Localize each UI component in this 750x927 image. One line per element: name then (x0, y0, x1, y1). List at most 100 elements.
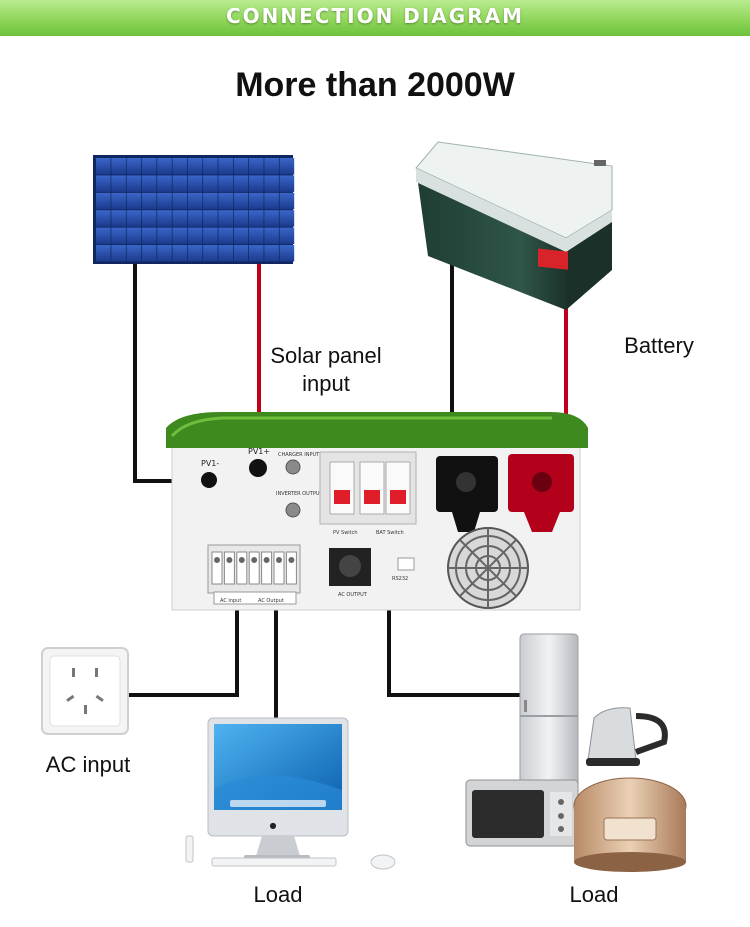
solar-cell (187, 175, 203, 192)
solar-cell (157, 245, 172, 262)
solar-cell (279, 158, 295, 175)
solar-cell (157, 175, 172, 192)
terminal-slot (248, 551, 260, 585)
solar-cell (157, 192, 172, 210)
solar-cell (141, 158, 157, 175)
rs232-port (397, 557, 415, 571)
bat-switch-label: BAT Switch (376, 530, 404, 536)
solar-cell (141, 175, 157, 192)
solar-cell (203, 158, 218, 175)
ac-input-terminal-label: AC input (220, 598, 241, 604)
solar-cell (126, 175, 142, 192)
inverter-protect-button[interactable] (285, 502, 301, 518)
solar-cell (126, 245, 142, 262)
solar-cell (111, 175, 126, 192)
solar-cell (126, 210, 142, 227)
solar-cell (218, 192, 233, 210)
solar-cell (141, 192, 157, 210)
terminal-slot (223, 551, 235, 585)
solar-cell (187, 192, 203, 210)
solar-cell (172, 245, 188, 262)
solar-cell (264, 192, 279, 210)
solar-cell (203, 245, 218, 262)
load-left-label: Load (253, 882, 303, 907)
terminal-screw (276, 557, 282, 563)
solar-cell (157, 227, 172, 245)
solar-cell (279, 210, 295, 227)
terminal-slot (236, 551, 248, 585)
solar-cell (126, 227, 142, 245)
solar-cell (111, 227, 126, 245)
solar-cell (111, 192, 126, 210)
solar-cell (111, 210, 126, 227)
solar-cell (172, 192, 188, 210)
terminal-screw (214, 557, 220, 563)
solar-cell (233, 245, 249, 262)
solar-cell (249, 227, 264, 245)
terminal-screw (238, 557, 245, 563)
terminal-screw (288, 557, 295, 563)
rs232-label: RS232 (392, 576, 408, 582)
solar-cell (126, 158, 142, 175)
solar-cell (249, 192, 264, 210)
load-right-label: Load (569, 882, 619, 907)
solar-cell (218, 158, 233, 175)
solar-cell (187, 245, 203, 262)
solar-cell (264, 245, 279, 262)
terminal-screw (251, 557, 258, 563)
charger-protect-label: CHARGER INPUT PROTECT (278, 452, 345, 458)
solar-cell (249, 175, 264, 192)
bat-breaker-b[interactable] (385, 461, 411, 515)
solar-cell (141, 245, 157, 262)
pv-negative-label: PV1- (201, 459, 219, 468)
solar-cell (96, 175, 111, 192)
solar-cell (157, 158, 172, 175)
terminal-slot (211, 551, 223, 585)
battery-image (415, 141, 613, 310)
solar-cell (249, 210, 264, 227)
cooling-fan (447, 527, 529, 609)
header-banner (0, 0, 750, 36)
diagram-headline: More than 2000W (235, 66, 515, 104)
solar-cell (233, 175, 249, 192)
solar-panel-input-label: Solar panel input (258, 342, 394, 398)
solar-panel-image (93, 155, 295, 264)
solar-cell (187, 210, 203, 227)
terminal-slot (285, 551, 297, 585)
ac-input-wire (128, 604, 239, 697)
computer-image: ● (185, 717, 396, 870)
home-appliances-image (465, 633, 687, 872)
solar-cell (187, 227, 203, 245)
solar-cell (187, 158, 203, 175)
pv-negative-terminal (201, 472, 217, 488)
solar-cell (126, 192, 142, 210)
pv-positive-terminal (249, 459, 267, 477)
solar-cell (279, 245, 295, 262)
pv-breaker[interactable] (329, 461, 355, 515)
solar-cell (218, 175, 233, 192)
solar-cell (111, 158, 126, 175)
solar-cell (233, 227, 249, 245)
solar-cell (218, 245, 233, 262)
solar-cell (233, 210, 249, 227)
ac-output-terminal-label: AC Output (258, 598, 284, 604)
solar-cell (249, 245, 264, 262)
solar-cell (218, 210, 233, 227)
solar-cell (203, 192, 218, 210)
solar-cell (96, 227, 111, 245)
solar-label-line2: input (302, 371, 350, 396)
solar-label-line1: Solar panel (270, 343, 382, 368)
solar-cell (172, 175, 188, 192)
bat-breaker-a[interactable] (359, 461, 385, 515)
ac-input-label: AC input (45, 752, 131, 777)
solar-cell (279, 192, 295, 210)
solar-cell (172, 210, 188, 227)
inverter-protect-label: INVERTER OUTPUT PROTECT (276, 491, 348, 497)
charger-protect-button[interactable] (285, 459, 301, 475)
solar-cell (96, 158, 111, 175)
solar-cell (264, 158, 279, 175)
inverter-unit: PV1- PV1+ CHARGER INPUT PROTECT INVERTER… (166, 412, 588, 611)
socket-output-wire (387, 570, 522, 697)
terminal-screw (226, 557, 233, 563)
